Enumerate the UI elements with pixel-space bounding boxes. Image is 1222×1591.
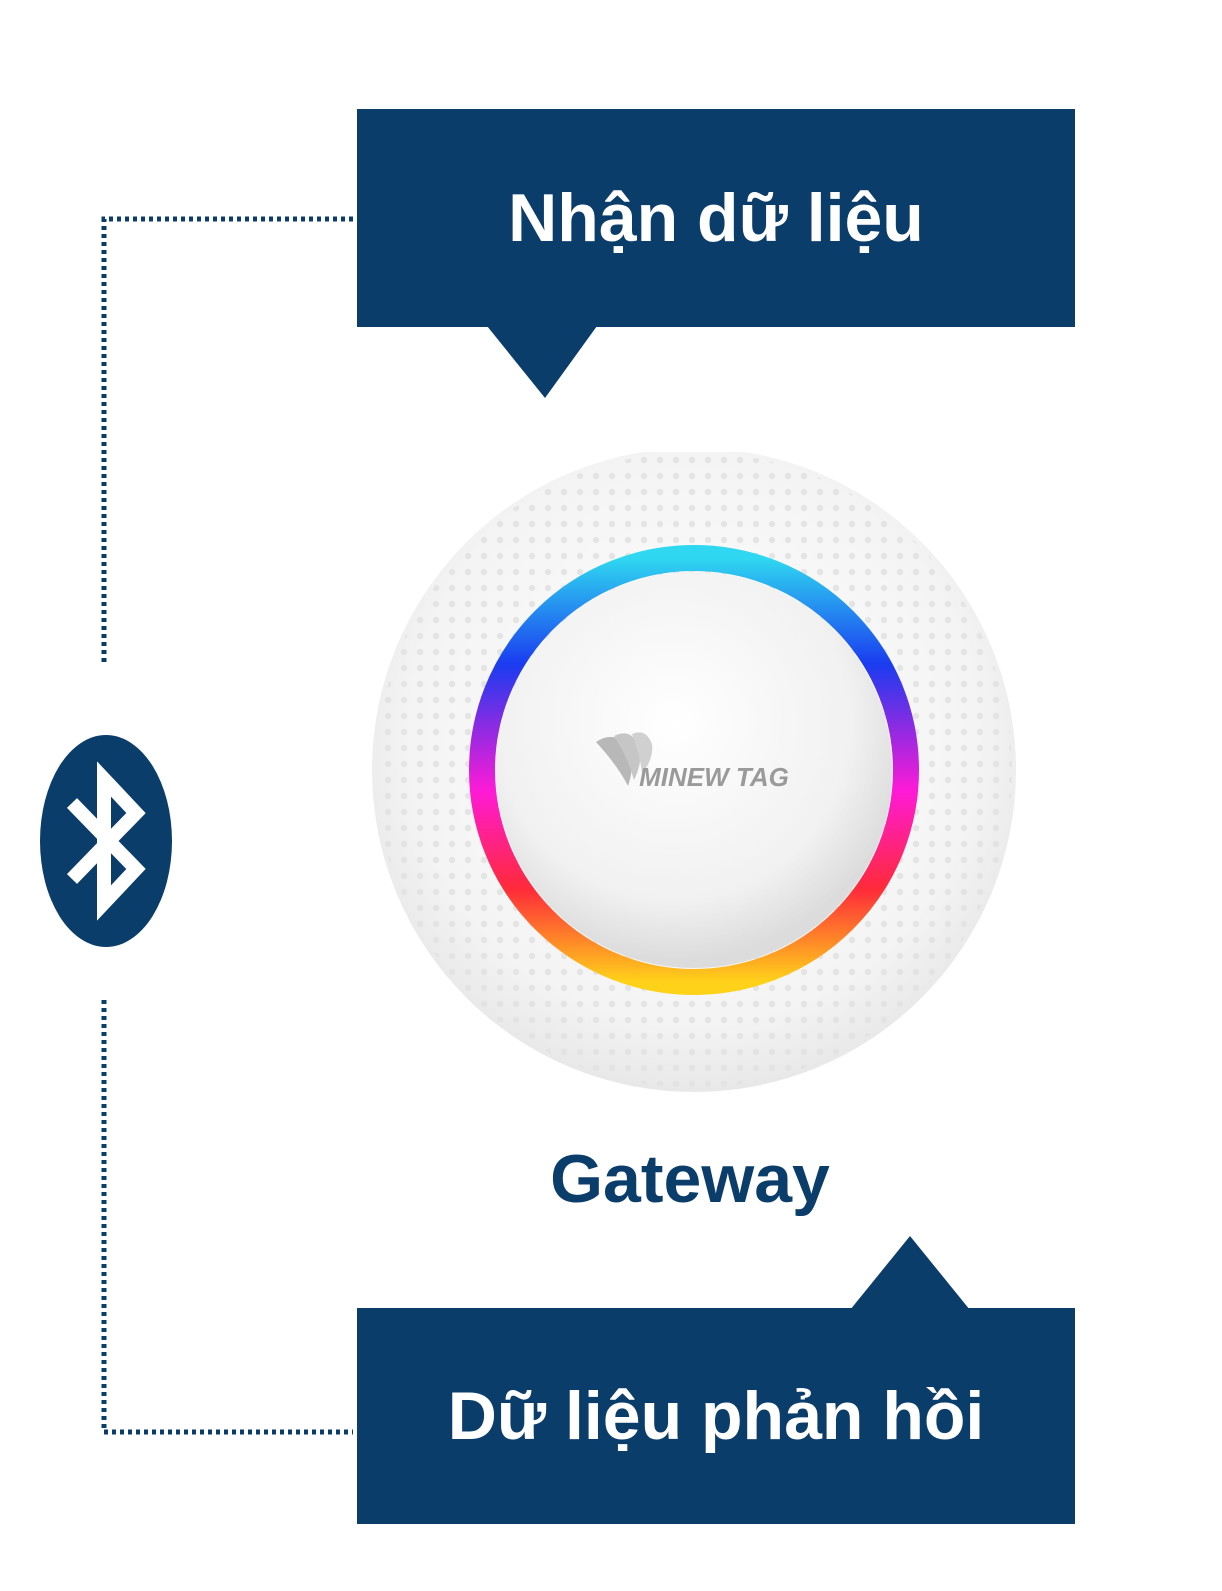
bluetooth-icon <box>40 735 172 947</box>
connector-line-bottom <box>101 1000 353 1435</box>
brand-logo-text: MINEW TAG <box>639 762 789 792</box>
callout-bottom-pointer <box>850 1236 970 1310</box>
connector-line-top <box>101 216 353 662</box>
callout-response-label: Dữ liệu phản hồi <box>447 1378 985 1454</box>
callout-receive-label: Nhận dữ liệu <box>508 180 924 256</box>
gateway-device-icon: MINEW TAG <box>372 452 1016 1092</box>
callout-receive-data: Nhận dữ liệu <box>357 109 1075 327</box>
brand-logo <box>596 732 653 786</box>
gateway-label: Gateway <box>550 1141 830 1217</box>
callout-top-pointer <box>487 326 597 398</box>
callout-response-data: Dữ liệu phản hồi <box>357 1308 1075 1524</box>
